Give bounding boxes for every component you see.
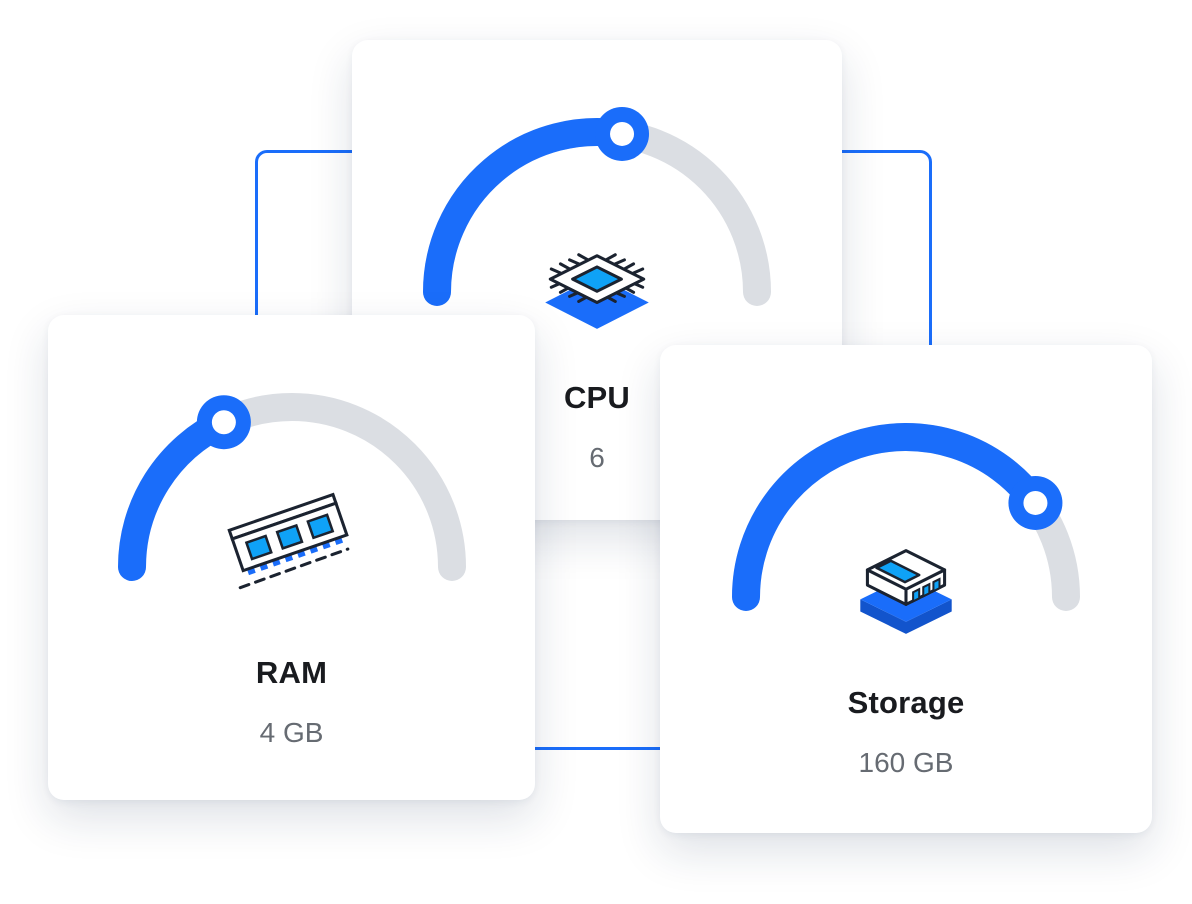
cpu-icon bbox=[531, 205, 663, 337]
ram-label: RAM bbox=[255, 655, 328, 690]
storage-label: Storage bbox=[847, 685, 965, 720]
storage-value: 160 GB bbox=[858, 747, 954, 778]
cpu-label: CPU bbox=[563, 380, 631, 415]
ram-card: RAM 4 GB bbox=[48, 315, 535, 800]
ram-gauge bbox=[117, 393, 466, 581]
cpu-value: 6 bbox=[589, 442, 605, 473]
storage-icon bbox=[840, 510, 972, 642]
cpu-gauge bbox=[423, 106, 771, 306]
ram-value: 4 GB bbox=[259, 717, 324, 748]
storage-card: Storage 160 GB bbox=[660, 345, 1152, 833]
ram-icon bbox=[226, 480, 358, 612]
storage-gauge bbox=[732, 423, 1080, 611]
